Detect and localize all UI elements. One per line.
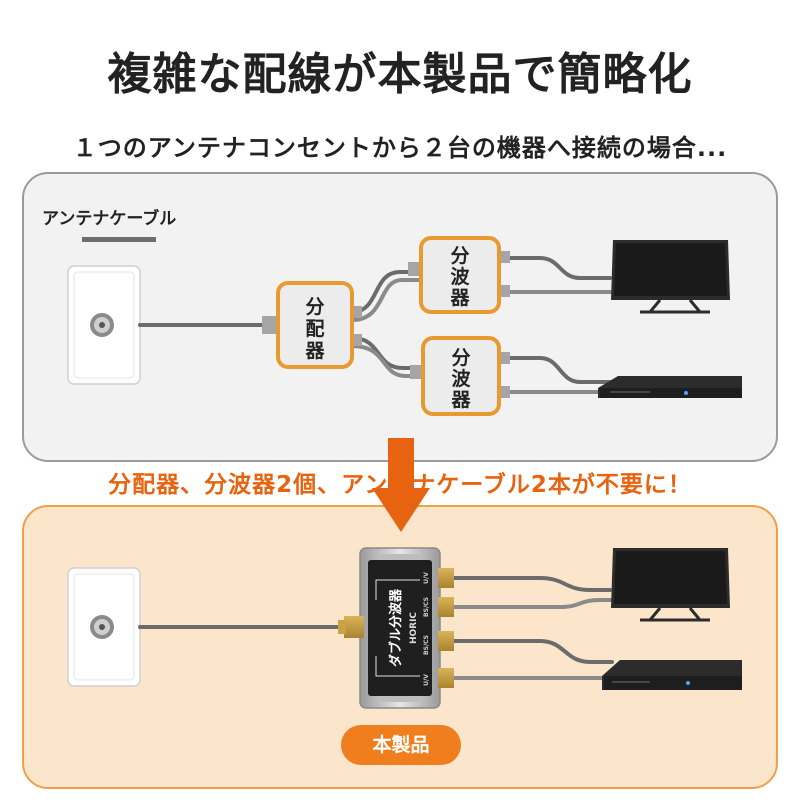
product-badge: 本製品	[341, 725, 461, 765]
device-brand-text: HORIC	[409, 612, 419, 644]
page-title: 複雑な配線が本製品で簡略化	[107, 49, 693, 100]
device-name-text: ダブル分波器	[388, 588, 404, 667]
distributor-box: 分 配 器	[262, 281, 362, 369]
splitter-upper-char-2: 波	[450, 265, 470, 288]
splitter-upper-char-1: 分	[450, 245, 469, 267]
distributor-char-2: 配	[305, 318, 324, 340]
splitter-box-lower: 分 波 器	[410, 336, 510, 416]
complex-wiring-panel	[22, 172, 778, 462]
distributor-char-1: 分	[305, 296, 324, 318]
splitter-lower-char-1: 分	[451, 347, 470, 369]
splitter-box-upper: 分 波 器	[408, 236, 510, 314]
port-label-3: BS/CS	[423, 635, 430, 655]
tv-icon-top	[611, 240, 730, 314]
splitter-lower-char-2: 波	[451, 367, 471, 390]
antenna-cable-legend-line	[82, 237, 156, 242]
port-label-1: U/V	[423, 572, 430, 584]
port-label-4: U/V	[423, 674, 430, 686]
cables-bottom	[138, 576, 614, 680]
port-label-2: BS/CS	[423, 597, 430, 617]
double-splitter-device: ダブル分波器 HORIC U/V BS/CS BS/CS U/V	[338, 547, 454, 709]
splitter-upper-char-3: 器	[449, 287, 470, 309]
recorder-icon-top	[598, 376, 742, 398]
antenna-cable-label: アンテナケーブル	[42, 209, 177, 229]
splitter-lower-char-3: 器	[450, 389, 471, 411]
tv-icon-bottom	[611, 548, 730, 622]
cables-top	[138, 256, 612, 394]
removed-items-message: 分配器、分波器2個、アンテナケーブル2本が不要に！	[108, 472, 692, 498]
page-subtitle: １つのアンテナコンセントから２台の機器へ接続の場合...	[72, 134, 728, 162]
distributor-char-3: 器	[304, 340, 325, 362]
wall-outlet-top	[67, 265, 141, 385]
recorder-icon-bottom	[602, 660, 742, 690]
down-arrow-icon	[372, 438, 430, 532]
wall-outlet-bottom	[67, 567, 141, 687]
